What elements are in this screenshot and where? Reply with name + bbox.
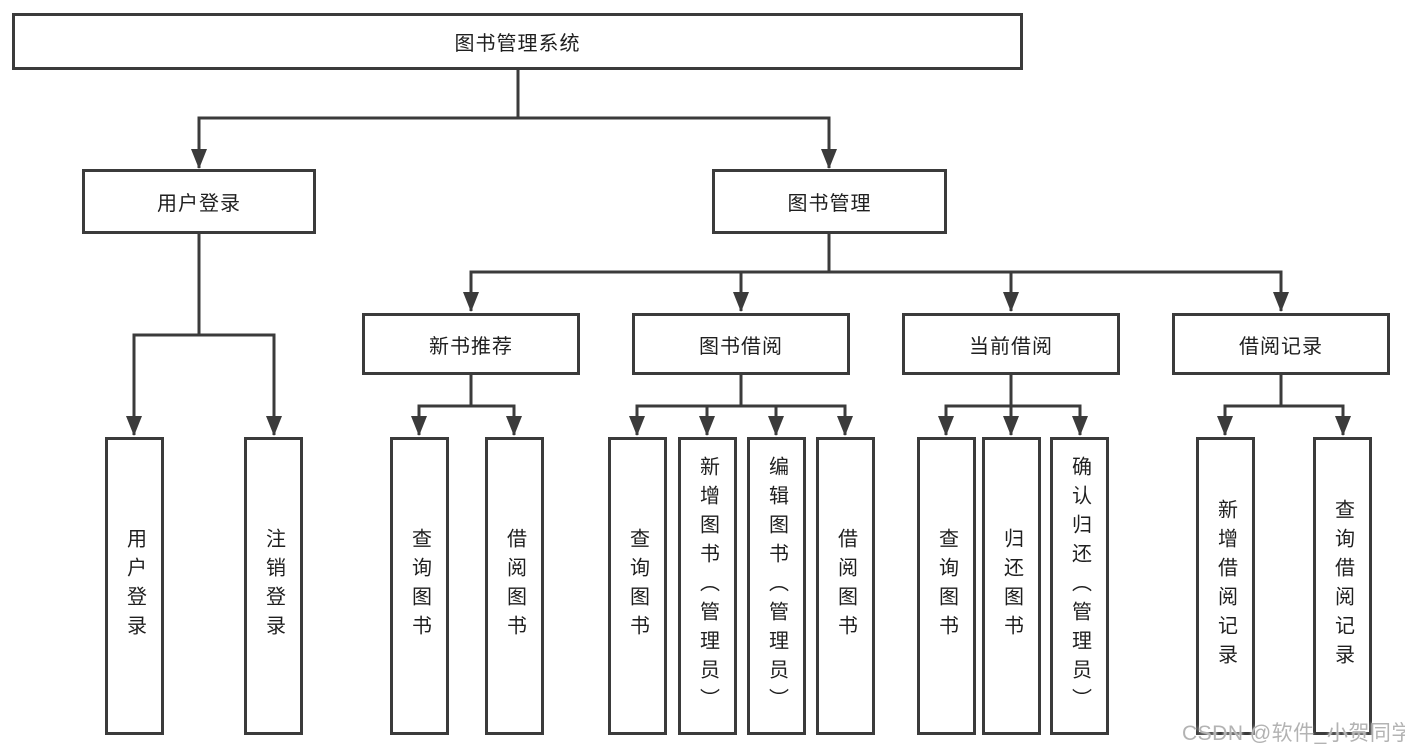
- node-borrow-records: 借阅记录: [1172, 313, 1390, 375]
- connector-book-borrow-branch: [629, 375, 853, 436]
- leaf-query-borrow-record: 查询借阅记录: [1313, 437, 1372, 735]
- leaf-add-books-admin: 新增图书（管理员）: [678, 437, 737, 735]
- connector-borrow-records-branch: [1217, 375, 1351, 436]
- node-book-management: 图书管理: [712, 169, 947, 234]
- connector-new-books-branch: [411, 375, 522, 436]
- node-current-borrow: 当前借阅: [902, 313, 1120, 375]
- connector-user-login-branch: [126, 234, 282, 436]
- connector-current-borrow-branch: [938, 375, 1088, 436]
- leaf-user-login: 用户登录: [105, 437, 164, 735]
- node-book-borrow: 图书借阅: [632, 313, 850, 375]
- leaf-logout: 注销登录: [244, 437, 303, 735]
- leaf-return-books: 归还图书: [982, 437, 1041, 735]
- node-root-system: 图书管理系统: [12, 13, 1023, 70]
- connector-book-management-branch: [463, 234, 1289, 312]
- leaf-borrow-books-recommend: 借阅图书: [485, 437, 544, 735]
- leaf-add-borrow-record: 新增借阅记录: [1196, 437, 1255, 735]
- node-new-book-recommend: 新书推荐: [362, 313, 580, 375]
- connector-root-to-level2: [191, 70, 837, 169]
- leaf-edit-books-admin: 编辑图书（管理员）: [747, 437, 806, 735]
- leaf-borrow-books: 借阅图书: [816, 437, 875, 735]
- leaf-query-books-current: 查询图书: [917, 437, 976, 735]
- leaf-query-books-recommend: 查询图书: [390, 437, 449, 735]
- leaf-query-books-borrow: 查询图书: [608, 437, 667, 735]
- csdn-watermark: CSDN @软件_小贺同学: [1182, 722, 1405, 745]
- node-user-login: 用户登录: [82, 169, 316, 234]
- leaf-confirm-return-admin: 确认归还（管理员）: [1050, 437, 1109, 735]
